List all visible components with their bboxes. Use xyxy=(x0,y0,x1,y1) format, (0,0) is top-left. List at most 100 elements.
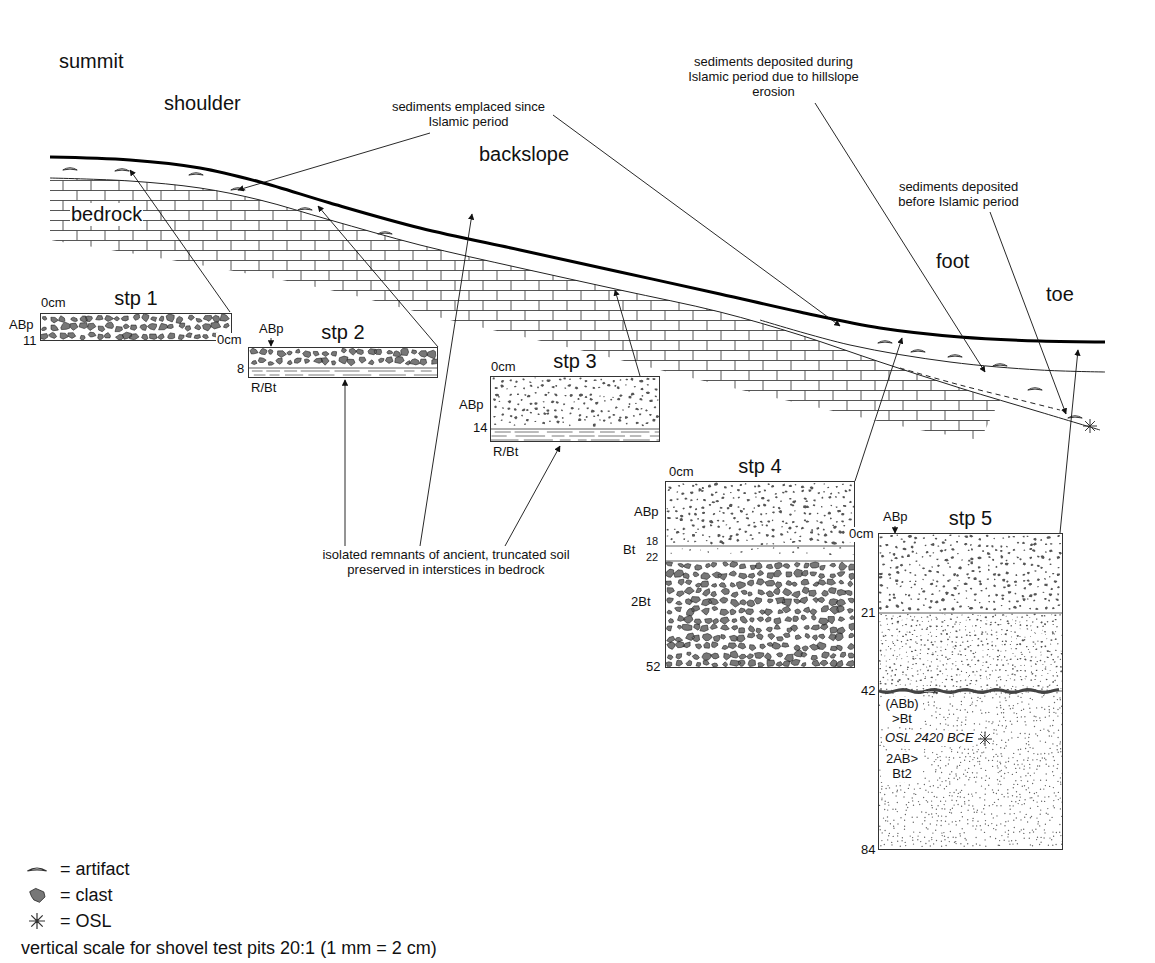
pit-texture xyxy=(41,314,231,340)
slope-position-label: backslope xyxy=(478,143,570,166)
clast-fill xyxy=(41,314,229,340)
legend-symbol xyxy=(20,910,54,932)
scale-note: vertical scale for shovel test pits 20:1… xyxy=(20,938,438,959)
artifact-symbol xyxy=(378,232,392,234)
test-pit-profile: stp 1 xyxy=(40,313,232,341)
leader-line xyxy=(271,338,272,346)
osl-symbol xyxy=(1083,419,1097,433)
annotation-label: 0cm xyxy=(40,296,67,311)
legend-entry: = clast xyxy=(20,884,113,906)
horizon-boundary xyxy=(491,429,659,430)
annotation-label: ABp xyxy=(458,398,485,413)
test-pit-profile: stp 4 xyxy=(665,481,855,668)
annotation-label: 8 xyxy=(236,362,245,377)
test-pit-profile: stp 5 xyxy=(878,533,1063,850)
annotation-label: 22 xyxy=(645,551,659,564)
slope-position-label: toe xyxy=(1045,283,1075,306)
leader-line xyxy=(895,526,896,533)
horizon-boundary xyxy=(666,546,854,547)
speckle-fill xyxy=(671,547,854,555)
legend-entry: = artifact xyxy=(20,858,130,880)
artifact-symbol xyxy=(993,364,1007,366)
pit-texture xyxy=(491,377,659,441)
pit-texture xyxy=(879,534,1062,849)
artifact-symbol xyxy=(1068,416,1082,418)
legend-symbol xyxy=(20,858,54,880)
annotation-label: R/Bt xyxy=(492,445,519,460)
pit-texture xyxy=(666,482,854,667)
leader-line xyxy=(420,214,472,546)
horizon-boundary xyxy=(249,368,437,369)
artifact-symbol xyxy=(948,355,962,357)
annotation-label: 2AB> Bt2 xyxy=(881,752,923,782)
horizon-band xyxy=(879,690,1059,693)
annotation-label: ABp xyxy=(882,510,909,525)
artifact-symbol xyxy=(27,868,46,871)
horizon-boundary xyxy=(879,691,1062,692)
artifact-symbol xyxy=(920,690,938,693)
speckle-fill xyxy=(879,613,1062,691)
annotation-label: 42 xyxy=(860,684,876,699)
artifact-symbol xyxy=(911,350,925,352)
lined-fill xyxy=(491,432,659,440)
annotation-label: sediments deposited during Islamic perio… xyxy=(680,55,867,100)
speckle-fill xyxy=(666,483,854,546)
lined-fill xyxy=(252,371,437,375)
clast-symbol xyxy=(30,888,45,902)
annotation-label: 84 xyxy=(860,843,876,858)
leader-line xyxy=(990,212,1066,414)
speckle-fill xyxy=(493,377,659,427)
leader-line xyxy=(345,380,346,546)
annotation-label: 2Bt xyxy=(630,595,652,610)
dot-fill xyxy=(879,691,1062,847)
artifact-symbol xyxy=(189,173,203,175)
annotation-label: sediments deposited before Islamic perio… xyxy=(885,180,1032,210)
artifact-symbol xyxy=(115,169,129,171)
legend-text: = OSL xyxy=(60,911,112,932)
osl-symbol xyxy=(29,913,45,929)
annotation-label: 14 xyxy=(472,421,488,436)
annotation-label: 52 xyxy=(645,660,661,675)
leader-line xyxy=(238,133,430,190)
osl-symbol xyxy=(978,732,992,746)
clast-fill xyxy=(666,561,854,667)
leader-line xyxy=(615,290,640,376)
annotation-label: isolated remnants of ancient, truncated … xyxy=(300,548,592,578)
horizon-boundary xyxy=(666,561,854,562)
annotation-label: 0cm xyxy=(216,333,243,348)
clast-fill xyxy=(250,348,437,366)
legend-symbol xyxy=(20,884,54,906)
test-pit-profile: stp 3 xyxy=(490,376,660,442)
leader-line xyxy=(815,103,985,372)
annotation-label: ABp xyxy=(633,505,660,520)
leader-line xyxy=(1060,350,1078,533)
artifact-symbol xyxy=(63,168,77,170)
annotation-label: R/Bt xyxy=(250,381,277,396)
horizon-boundary xyxy=(879,613,1062,614)
annotation-label: 0cm xyxy=(490,360,517,375)
annotation-label: 21 xyxy=(860,606,876,621)
leader-line xyxy=(553,115,840,326)
legend-entry: = OSL xyxy=(20,910,112,932)
annotation-label: sediments emplaced since Islamic period xyxy=(385,100,552,130)
artifact-symbol xyxy=(298,208,312,210)
annotation-label: 0cm xyxy=(668,465,695,480)
test-pit-profile: stp 2 xyxy=(248,347,438,378)
annotation-label: 0cm xyxy=(848,527,875,542)
artifact-symbol xyxy=(1028,388,1042,390)
speckle-fill xyxy=(879,534,1062,611)
annotation-label: Bt xyxy=(622,543,636,558)
sediment-boundary xyxy=(760,320,1105,372)
slope-position-label: foot xyxy=(935,250,970,273)
annotation-label: (ABb) >Bt xyxy=(881,697,923,727)
slope-position-label: bedrock xyxy=(70,203,143,226)
leader-line xyxy=(505,446,560,546)
annotation-label: 18 xyxy=(645,535,659,548)
annotation-label: OSL 2420 BCE xyxy=(884,731,975,746)
leader-line xyxy=(855,338,902,481)
annotation-label: ABp xyxy=(8,318,35,333)
annotation-label: 11 xyxy=(22,334,38,349)
legend-text: = clast xyxy=(60,885,113,906)
legend-text: = artifact xyxy=(60,859,130,880)
